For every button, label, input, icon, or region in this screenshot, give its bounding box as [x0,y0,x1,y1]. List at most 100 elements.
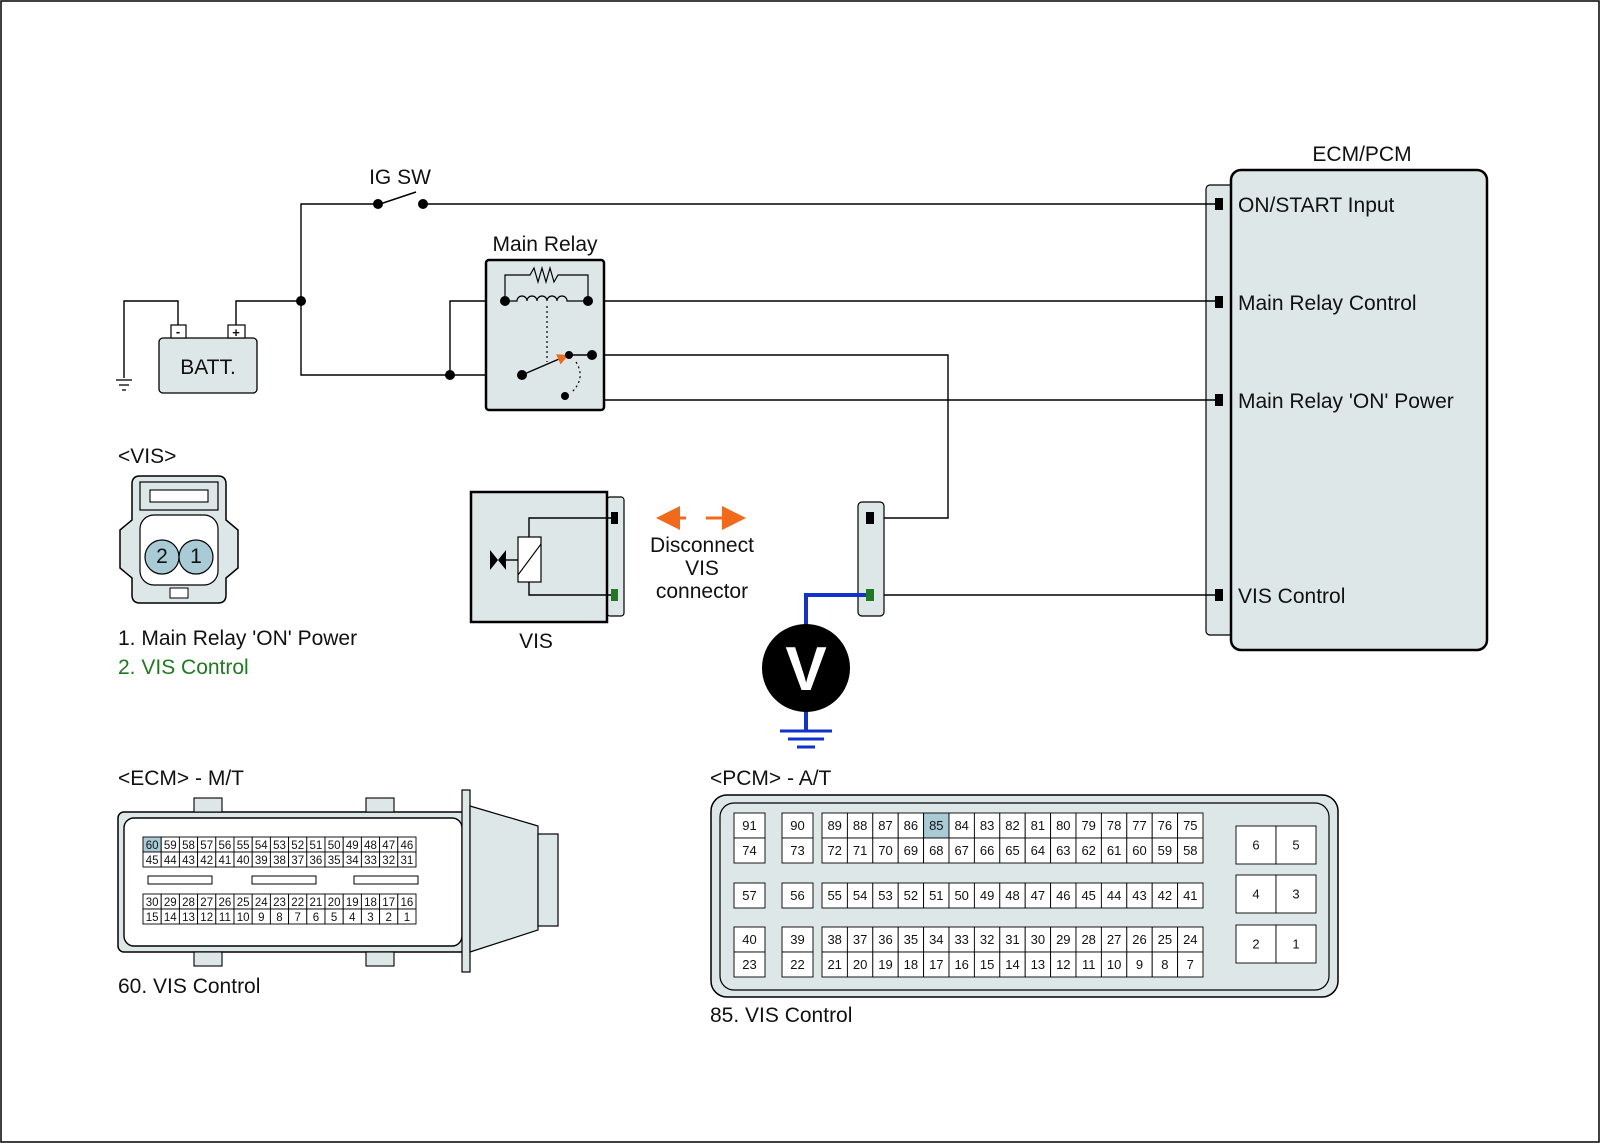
pcm-pin-19 [872,951,899,978]
pcm-pin-label: 86 [904,818,918,833]
pcm-pin-label: 68 [929,843,943,858]
ecm-pin-label: 19 [346,897,359,909]
wires: IG SW [116,166,1215,596]
pcm-pin-6 [1235,825,1277,865]
ecm-pin-label: 29 [164,897,177,909]
pcm-pin-label: 16 [954,957,968,972]
pcm-pin-label: 78 [1107,818,1121,833]
pcm-pin-35 [897,926,925,953]
battery-minus-terminal [170,324,187,339]
pcm-pin-label: 73 [790,843,804,858]
pcm-legend: 85. VIS Control [710,1004,852,1027]
pcm-pin-label: 37 [853,932,867,947]
ecm-pin-label: 57 [200,840,213,852]
ecm-pin-label: 6 [313,912,319,924]
pcm-pin-label: 14 [1005,957,1019,972]
ecm-pin-label: 25 [237,897,250,909]
ecm-pin-label: 50 [328,840,341,852]
pcm-pin-39 [781,926,814,953]
ecm-pin-label: 56 [219,840,232,852]
pcm-pin-label: 32 [980,932,994,947]
pcm-pin-label: 6 [1252,838,1259,853]
ecm-pin-label: 41 [219,855,232,867]
vis-legend-2: 2. VIS Control [118,656,249,679]
disconnect-text-1: Disconnect [650,534,754,557]
battery: - + BATT. [158,324,258,394]
pcm-pin-label: 44 [1107,888,1121,903]
pcm-pin-label: 58 [1183,843,1197,858]
pcm-pin-label: 56 [790,888,804,903]
ecm-pin-label: 33 [364,855,377,867]
terminal-main-relay-on-power [1215,394,1223,406]
ecm-pin-label: 3 [367,912,373,924]
wire-main-relay-on-power [591,355,1215,401]
relay-switch-blade [521,354,569,376]
pcm-pin-25 [1151,926,1179,953]
ecm-pin-label: 15 [146,912,159,924]
pcm-pin-label: 48 [1005,888,1019,903]
pcm-pin-37 [846,926,874,953]
ig-sw-label: IG SW [369,166,431,189]
pcm-pin-label: 42 [1158,888,1172,903]
pcm-pin-label: 34 [929,932,943,947]
vis-valve-symbol [490,550,506,570]
pcm-pin-label: 20 [853,957,867,972]
pcm-pin-8 [1151,951,1179,978]
pcm-pin-57 [733,882,766,909]
pcm-pin-23 [733,951,766,978]
pcm-pin-label: 77 [1132,818,1146,833]
ecm-pin-label: 14 [164,912,177,924]
pcm-pin-label: 53 [878,888,892,903]
ecm-connector-flange [461,789,471,973]
pcm-pin-24 [1177,926,1204,953]
ecm-pin-label: 16 [401,897,414,909]
pcm-pin-77 [1126,812,1153,839]
ecm-pcm-connector-strip [1205,184,1234,636]
pcm-pin-label: 74 [742,843,756,858]
pcm-pin-label: 66 [980,843,994,858]
pcm-pin-label: 59 [1158,843,1172,858]
ecm-pcm-body [1229,168,1489,652]
pcm-pin-label: 21 [827,957,841,972]
ecm-pin-label: 26 [219,897,232,909]
pcm-pin-69 [897,837,925,864]
pcm-pin-label: 35 [904,932,918,947]
pcm-pin-label: 61 [1107,843,1121,858]
pcm-pin-label: 1 [1292,937,1299,952]
main-relay-body [484,258,606,412]
ecm-pin-label: 34 [346,855,359,867]
ecm-pin-label: 39 [255,855,268,867]
pcm-pin-65 [999,837,1026,864]
pcm-pin-label: 52 [904,888,918,903]
pcm-pin-78 [1100,812,1128,839]
ecm-pin-label: 9 [258,912,264,924]
ecm-pin-label: 44 [164,855,177,867]
pcm-pin-label: 45 [1081,888,1095,903]
pcm-pin-73 [781,837,814,864]
pcm-pin-label: 18 [904,957,918,972]
pcm-pin-label: 54 [853,888,867,903]
ecm-pin-label: 7 [294,912,300,924]
on-start-input-label: ON/START Input [1238,194,1395,217]
ecm-pin-label: 40 [237,855,250,867]
pcm-pin-label: 15 [980,957,994,972]
vis-connector-view: <VIS> 2 1 1. Main Relay 'ON' Power 2. VI… [118,445,357,679]
pcm-pin-67 [948,837,975,864]
pcm-pin-label: 17 [929,957,943,972]
pcm-connector-title: <PCM> - A/T [710,767,832,790]
ecm-pin-label: 22 [291,897,304,909]
battery-minus-sign: - [176,324,180,339]
ecm-pin-label: 60 [146,840,159,852]
ecm-pin-label: 31 [401,855,414,867]
vis-component-label: VIS [519,630,553,653]
ecm-pin-label: 38 [273,855,286,867]
ecm-pin-label: 17 [382,897,395,909]
pcm-pin-label: 90 [790,818,804,833]
pcm-pin-label: 4 [1252,887,1259,902]
pcm-pin-label: 29 [1056,932,1070,947]
relay-resistor [504,265,589,301]
ecm-pin-label: 55 [237,840,250,852]
